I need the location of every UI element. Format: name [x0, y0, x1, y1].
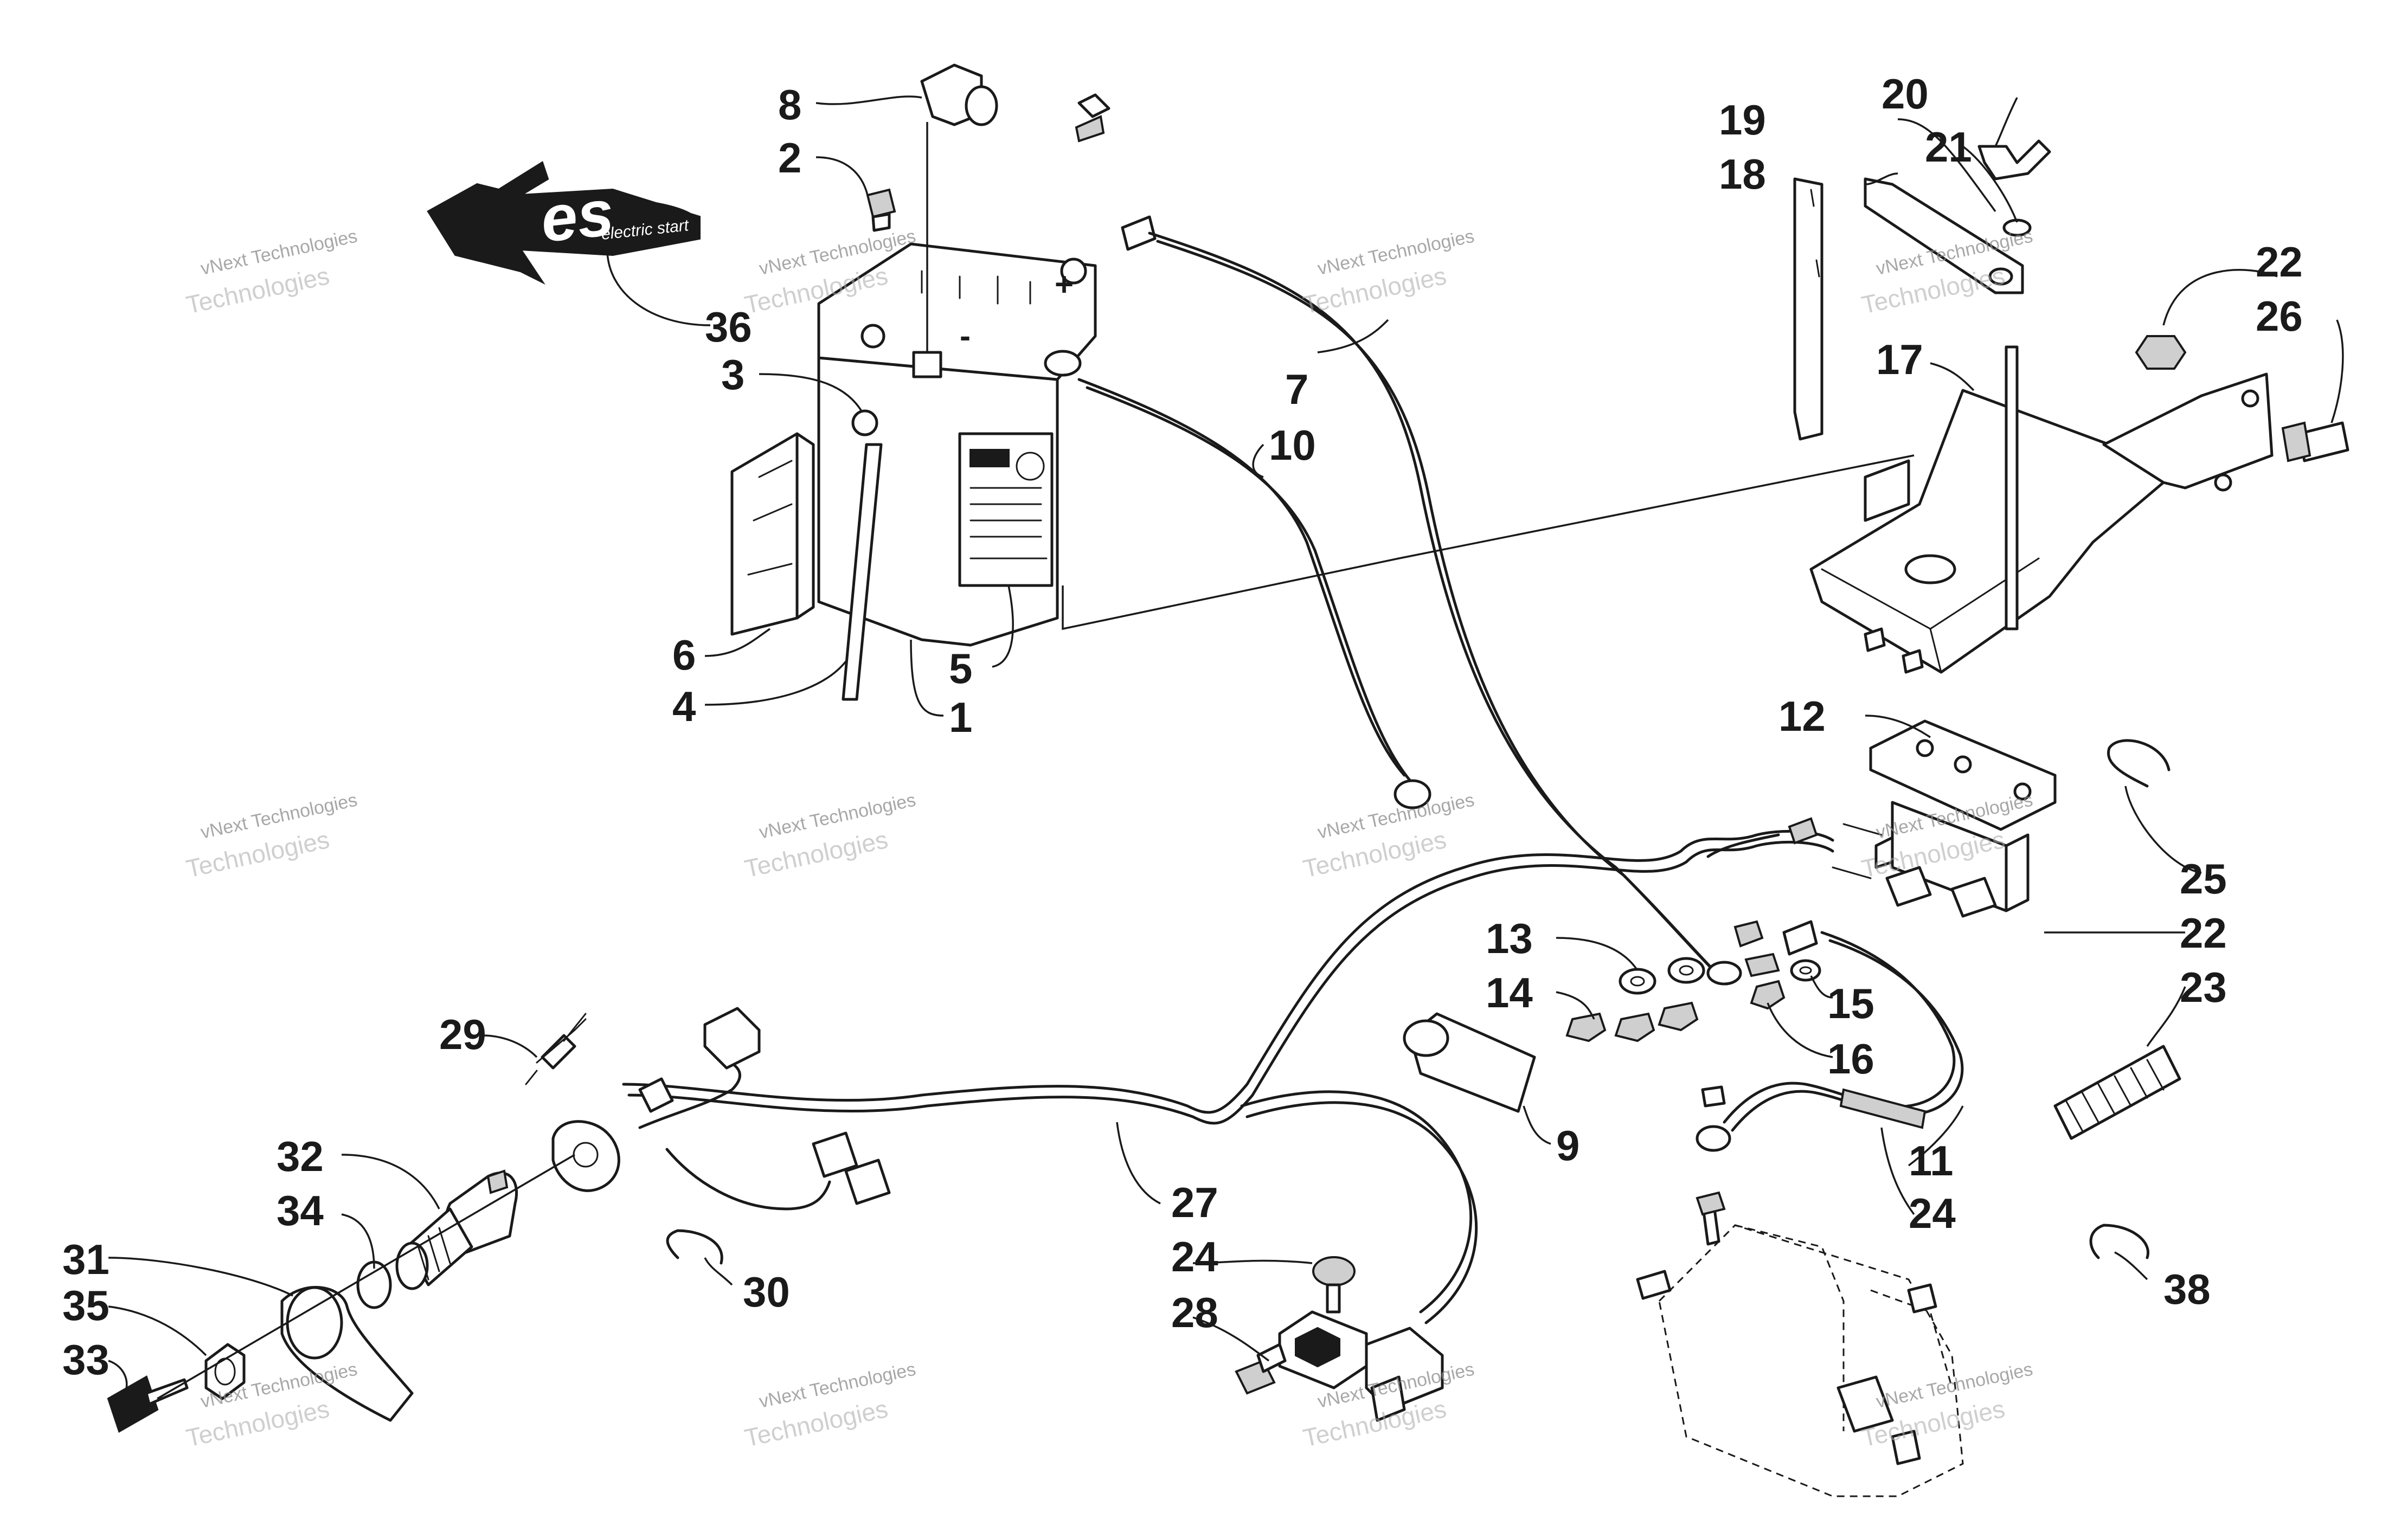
watermark: vNext Technologies Technologies: [742, 790, 917, 883]
fuse-holder: [1278, 1310, 1444, 1422]
negative-terminal-mark: -: [960, 318, 971, 354]
callout-17: 17: [1876, 336, 1923, 383]
callout-24: 24: [1909, 1189, 1956, 1237]
fuse-cap-25: [1312, 1256, 1356, 1314]
ignition-center-line: [157, 1154, 575, 1400]
washer-13: [1619, 957, 1705, 995]
watermark: vNext Technologies Technologies: [183, 226, 359, 319]
callout-12: 12: [1778, 692, 1826, 740]
starter-motor: [1636, 1191, 1964, 1497]
diode-30: [525, 1013, 587, 1085]
callout-27: 26: [2256, 292, 2303, 340]
battery: + -: [817, 242, 1915, 647]
callout-38: 38: [2163, 1265, 2211, 1313]
nut-22-top: [2135, 335, 2187, 370]
washer-15: [1790, 959, 1821, 982]
battery-vent-cap: [920, 63, 998, 352]
callout-21: 21: [1925, 123, 1972, 171]
ignition-switch: [395, 1120, 620, 1290]
ignition-key-34: [107, 1375, 189, 1433]
cable-11-terminal: [1706, 920, 1818, 986]
positive-cable: [1075, 93, 1729, 986]
snap-ring-31: [666, 1229, 723, 1265]
callout-31: 30: [743, 1268, 790, 1316]
callout-10: 10: [1269, 421, 1316, 469]
callout-23: 23: [2180, 963, 2227, 1011]
watermark: vNext Technologies Technologies: [1300, 226, 1476, 319]
wing-nut: [1977, 139, 2051, 181]
callout-4: 4: [672, 683, 696, 730]
callout-25: 24: [1171, 1233, 1218, 1280]
callout-26: 25: [2180, 855, 2227, 903]
callout-8: 8: [778, 81, 801, 128]
nut-16: [1750, 980, 1786, 1010]
wiring-harness: [622, 817, 1834, 1324]
callout-labels: 8 2 36 3 6 4 5 1 7 10 19 18 20 21 22 26 …: [62, 70, 2303, 1383]
bolt-27: [2281, 421, 2349, 462]
callout-37: 36: [705, 303, 752, 351]
logo-main-text: es: [537, 176, 617, 256]
starter-cable: [1696, 931, 1964, 1152]
callout-22-top: 22: [2256, 238, 2303, 286]
callout-19: 19: [1719, 96, 1766, 144]
strap-bracket: [1864, 177, 2024, 294]
snap-ring-38: [2089, 1224, 2149, 1259]
callout-36: 35: [62, 1282, 110, 1329]
callout-18: 18: [1719, 150, 1766, 198]
watermark: vNext Technologies Technologies: [1859, 1359, 2034, 1452]
callout-15: 15: [1827, 980, 1874, 1027]
watermark: vNext Technologies Technologies: [183, 790, 359, 883]
callout-7: 7: [1285, 365, 1308, 413]
callout-29: 28: [1171, 1289, 1218, 1336]
electric-start-logo: es electric start: [427, 160, 701, 285]
callout-11: 11: [1909, 1137, 1953, 1185]
callout-30: 29: [439, 1011, 486, 1058]
battery-bracket: [1809, 372, 2274, 674]
snap-ring-26: [2107, 739, 2171, 788]
watermark: vNext Technologies Technologies: [742, 1359, 917, 1452]
callout-28: 27: [1171, 1179, 1218, 1226]
callout-16: 16: [1827, 1035, 1874, 1083]
retaining-ring-35: [356, 1260, 392, 1309]
fuse-29: [1235, 1343, 1287, 1395]
battery-shield: [730, 432, 815, 636]
callout-22-bottom: 22: [2180, 909, 2227, 957]
harness-connector-top: [638, 1007, 761, 1113]
boot-spring: [2053, 1045, 2181, 1140]
callout-35: 34: [277, 1187, 324, 1234]
nut-14: [1565, 1001, 1699, 1043]
leader-lines: [108, 95, 2344, 1394]
starter-solenoid: [1832, 719, 2057, 918]
callout-32: 31: [62, 1235, 110, 1283]
hold-down-rod: [2005, 345, 2019, 630]
callout-20: 20: [1882, 70, 1929, 118]
callout-13: 13: [1486, 915, 1533, 962]
vent-tube: [842, 409, 883, 701]
callout-6: 6: [672, 631, 696, 679]
callout-34: 33: [62, 1336, 110, 1383]
negative-terminal: [912, 351, 942, 378]
negative-cable: [1044, 350, 1431, 809]
callout-33: 32: [277, 1132, 324, 1180]
switch-plate-32: [280, 1286, 414, 1422]
callout-3: 3: [721, 351, 744, 398]
fill-plug: [866, 188, 896, 232]
ignition-nut-36: [204, 1343, 246, 1400]
positive-terminal-mark: +: [1055, 266, 1074, 303]
callout-5: 5: [949, 645, 972, 692]
callout-2: 2: [778, 134, 801, 182]
callout-9: 9: [1556, 1122, 1579, 1169]
callout-1: 1: [949, 693, 972, 741]
harness-connector-right: [812, 1131, 891, 1205]
terminal-boot-9: [1403, 1012, 1536, 1113]
callout-14: 14: [1486, 969, 1533, 1016]
battery-strap: [1793, 177, 1823, 441]
